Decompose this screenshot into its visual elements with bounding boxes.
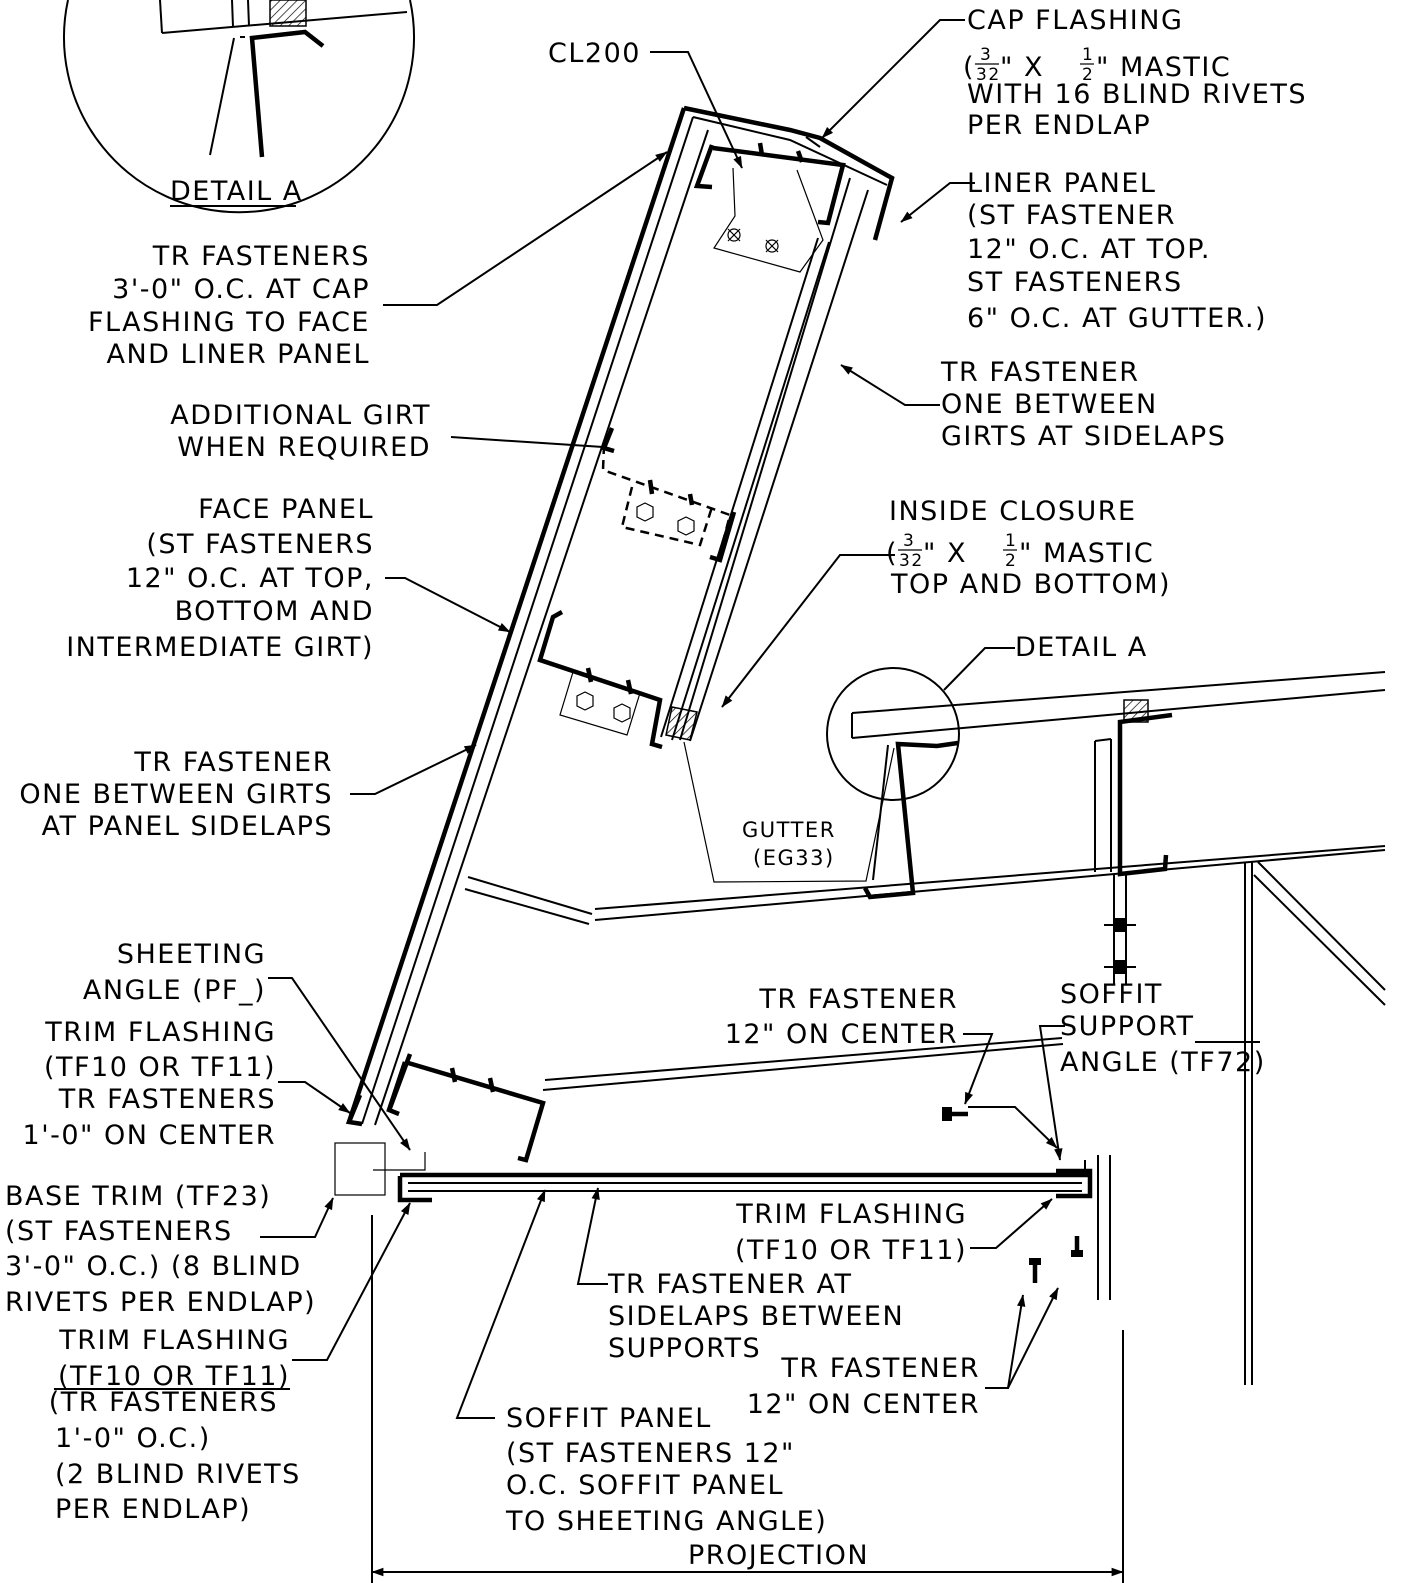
svg-text:3: 3 [903,531,915,551]
roof-rafter [542,671,1386,1385]
svg-text:SUPPORTS: SUPPORTS [608,1333,761,1364]
svg-text:AND LINER PANEL: AND LINER PANEL [107,339,370,370]
svg-text:WHEN REQUIRED: WHEN REQUIRED [177,432,431,463]
svg-text:1'-0" O.C.): 1'-0" O.C.) [55,1423,211,1454]
screw-icon [1029,1258,1041,1283]
svg-text:GIRTS AT SIDELAPS: GIRTS AT SIDELAPS [941,421,1226,452]
cap-flashing-label: CAP FLASHING [967,5,1183,36]
projection-label: PROJECTION [688,1540,869,1571]
svg-text:(TF10 OR TF11): (TF10 OR TF11) [58,1361,290,1392]
svg-text:(ST FASTENERS 12": (ST FASTENERS 12" [506,1438,795,1469]
svg-text:12" O.C. AT TOP.: 12" O.C. AT TOP. [967,234,1211,265]
svg-text:TR FASTENER: TR FASTENER [758,984,958,1015]
svg-text:(: ( [963,52,975,83]
svg-text:PER ENDLAP): PER ENDLAP) [55,1494,251,1525]
svg-text:2: 2 [1082,65,1094,85]
svg-text:FLASHING TO FACE: FLASHING TO FACE [88,307,370,338]
svg-text:TR FASTENER: TR FASTENER [940,357,1140,388]
cl200-label: CL200 [548,38,641,69]
svg-text:TRIM FLASHING: TRIM FLASHING [44,1017,276,1048]
svg-text:SOFFIT: SOFFIT [1060,979,1163,1010]
svg-text:FACE PANEL: FACE PANEL [198,494,374,525]
svg-text:BASE TRIM (TF23): BASE TRIM (TF23) [5,1181,271,1212]
svg-text:(ST FASTENERS: (ST FASTENERS [146,529,374,560]
svg-text:LINER PANEL: LINER PANEL [967,168,1156,199]
svg-text:O.C. SOFFIT PANEL: O.C. SOFFIT PANEL [506,1470,784,1501]
svg-text:(EG33): (EG33) [753,846,835,870]
svg-text:TR FASTENER: TR FASTENER [780,1353,980,1384]
soffit-panel-assembly [334,1107,1093,1283]
svg-text:32: 32 [976,65,1001,85]
svg-text:SHEETING: SHEETING [117,939,266,970]
svg-text:3'-0" O.C.) (8 BLIND: 3'-0" O.C.) (8 BLIND [5,1251,302,1282]
svg-text:12" ON CENTER: 12" ON CENTER [747,1389,980,1420]
screw-icon [942,1107,968,1121]
svg-text:(TF10 OR TF11): (TF10 OR TF11) [735,1235,967,1266]
svg-text:TOP AND BOTTOM): TOP AND BOTTOM) [890,569,1171,600]
svg-text:" X: " X [923,538,967,569]
svg-text:" MASTIC: " MASTIC [1096,52,1231,83]
annotation-labels: DETAIL A CAP FLASHING ( 3 32 " X 1 2 " M… [5,5,1307,1537]
cap-flashing-mastic-line: ( 3 32 " X 1 2 " MASTIC [963,45,1231,85]
svg-text:1: 1 [1005,531,1017,551]
svg-text:ONE BETWEEN: ONE BETWEEN [941,389,1158,420]
svg-text:12" ON CENTER: 12" ON CENTER [725,1019,958,1050]
svg-text:TR FASTENER: TR FASTENER [133,747,333,778]
detail-a-title: DETAIL A [170,176,303,207]
gutter [683,667,960,900]
svg-text:TR FASTENER AT: TR FASTENER AT [607,1269,853,1300]
svg-text:12" O.C. AT TOP,: 12" O.C. AT TOP, [126,563,374,594]
svg-text:(: ( [886,538,898,569]
svg-text:2: 2 [1005,551,1017,571]
svg-text:ST FASTENERS: ST FASTENERS [967,267,1183,298]
svg-text:1: 1 [1082,45,1094,65]
cap-flashing-endlap: PER ENDLAP [967,110,1151,141]
inside-closure-mastic-line: ( 3 32 " X 1 2 " MASTIC [886,531,1154,571]
svg-text:AT PANEL SIDELAPS: AT PANEL SIDELAPS [42,811,333,842]
leader-lines [260,19,1260,1419]
svg-text:" MASTIC: " MASTIC [1019,538,1154,569]
svg-text:ADDITIONAL GIRT: ADDITIONAL GIRT [170,400,431,431]
svg-text:SUPPORT: SUPPORT [1060,1011,1195,1042]
cap-flashing-rivets: WITH 16 BLIND RIVETS [967,79,1307,110]
svg-text:3: 3 [980,45,992,65]
svg-text:32: 32 [899,551,924,571]
svg-text:SOFFIT PANEL: SOFFIT PANEL [506,1403,712,1434]
svg-text:TR FASTENERS: TR FASTENERS [58,1084,276,1115]
svg-text:(TR FASTENERS: (TR FASTENERS [49,1387,278,1418]
svg-text:" X: " X [1000,52,1044,83]
svg-text:TRIM FLASHING: TRIM FLASHING [58,1325,290,1356]
svg-text:BOTTOM AND: BOTTOM AND [175,596,374,627]
svg-text:ONE BETWEEN GIRTS: ONE BETWEEN GIRTS [19,779,333,810]
svg-text:(ST FASTENERS: (ST FASTENERS [5,1216,233,1247]
screw-icon [1071,1236,1083,1257]
detail-a-enlarged [63,0,415,214]
svg-text:3'-0" O.C. AT CAP: 3'-0" O.C. AT CAP [112,274,370,305]
fascia-assembly [345,105,895,1163]
svg-text:ANGLE (TF72): ANGLE (TF72) [1060,1047,1266,1078]
svg-text:ANGLE (PF_): ANGLE (PF_) [83,975,266,1006]
svg-text:SIDELAPS BETWEEN: SIDELAPS BETWEEN [608,1301,904,1332]
svg-text:(ST FASTENER: (ST FASTENER [967,200,1176,231]
svg-text:(2 BLIND RIVETS: (2 BLIND RIVETS [55,1459,301,1490]
svg-text:INTERMEDIATE GIRT): INTERMEDIATE GIRT) [66,632,374,663]
svg-text:(TF10 OR TF11): (TF10 OR TF11) [44,1052,276,1083]
svg-text:6" O.C. AT GUTTER.): 6" O.C. AT GUTTER.) [967,303,1267,334]
svg-text:RIVETS PER ENDLAP): RIVETS PER ENDLAP) [5,1287,316,1318]
svg-text:TR FASTENERS: TR FASTENERS [152,241,370,272]
svg-text:1'-0" ON CENTER: 1'-0" ON CENTER [23,1120,276,1151]
svg-text:TRIM FLASHING: TRIM FLASHING [735,1199,967,1230]
detail-a-reference: DETAIL A [1015,632,1148,663]
svg-text:GUTTER: GUTTER [742,818,836,842]
svg-text:TO SHEETING ANGLE): TO SHEETING ANGLE) [505,1506,827,1537]
svg-text:INSIDE CLOSURE: INSIDE CLOSURE [889,496,1137,527]
